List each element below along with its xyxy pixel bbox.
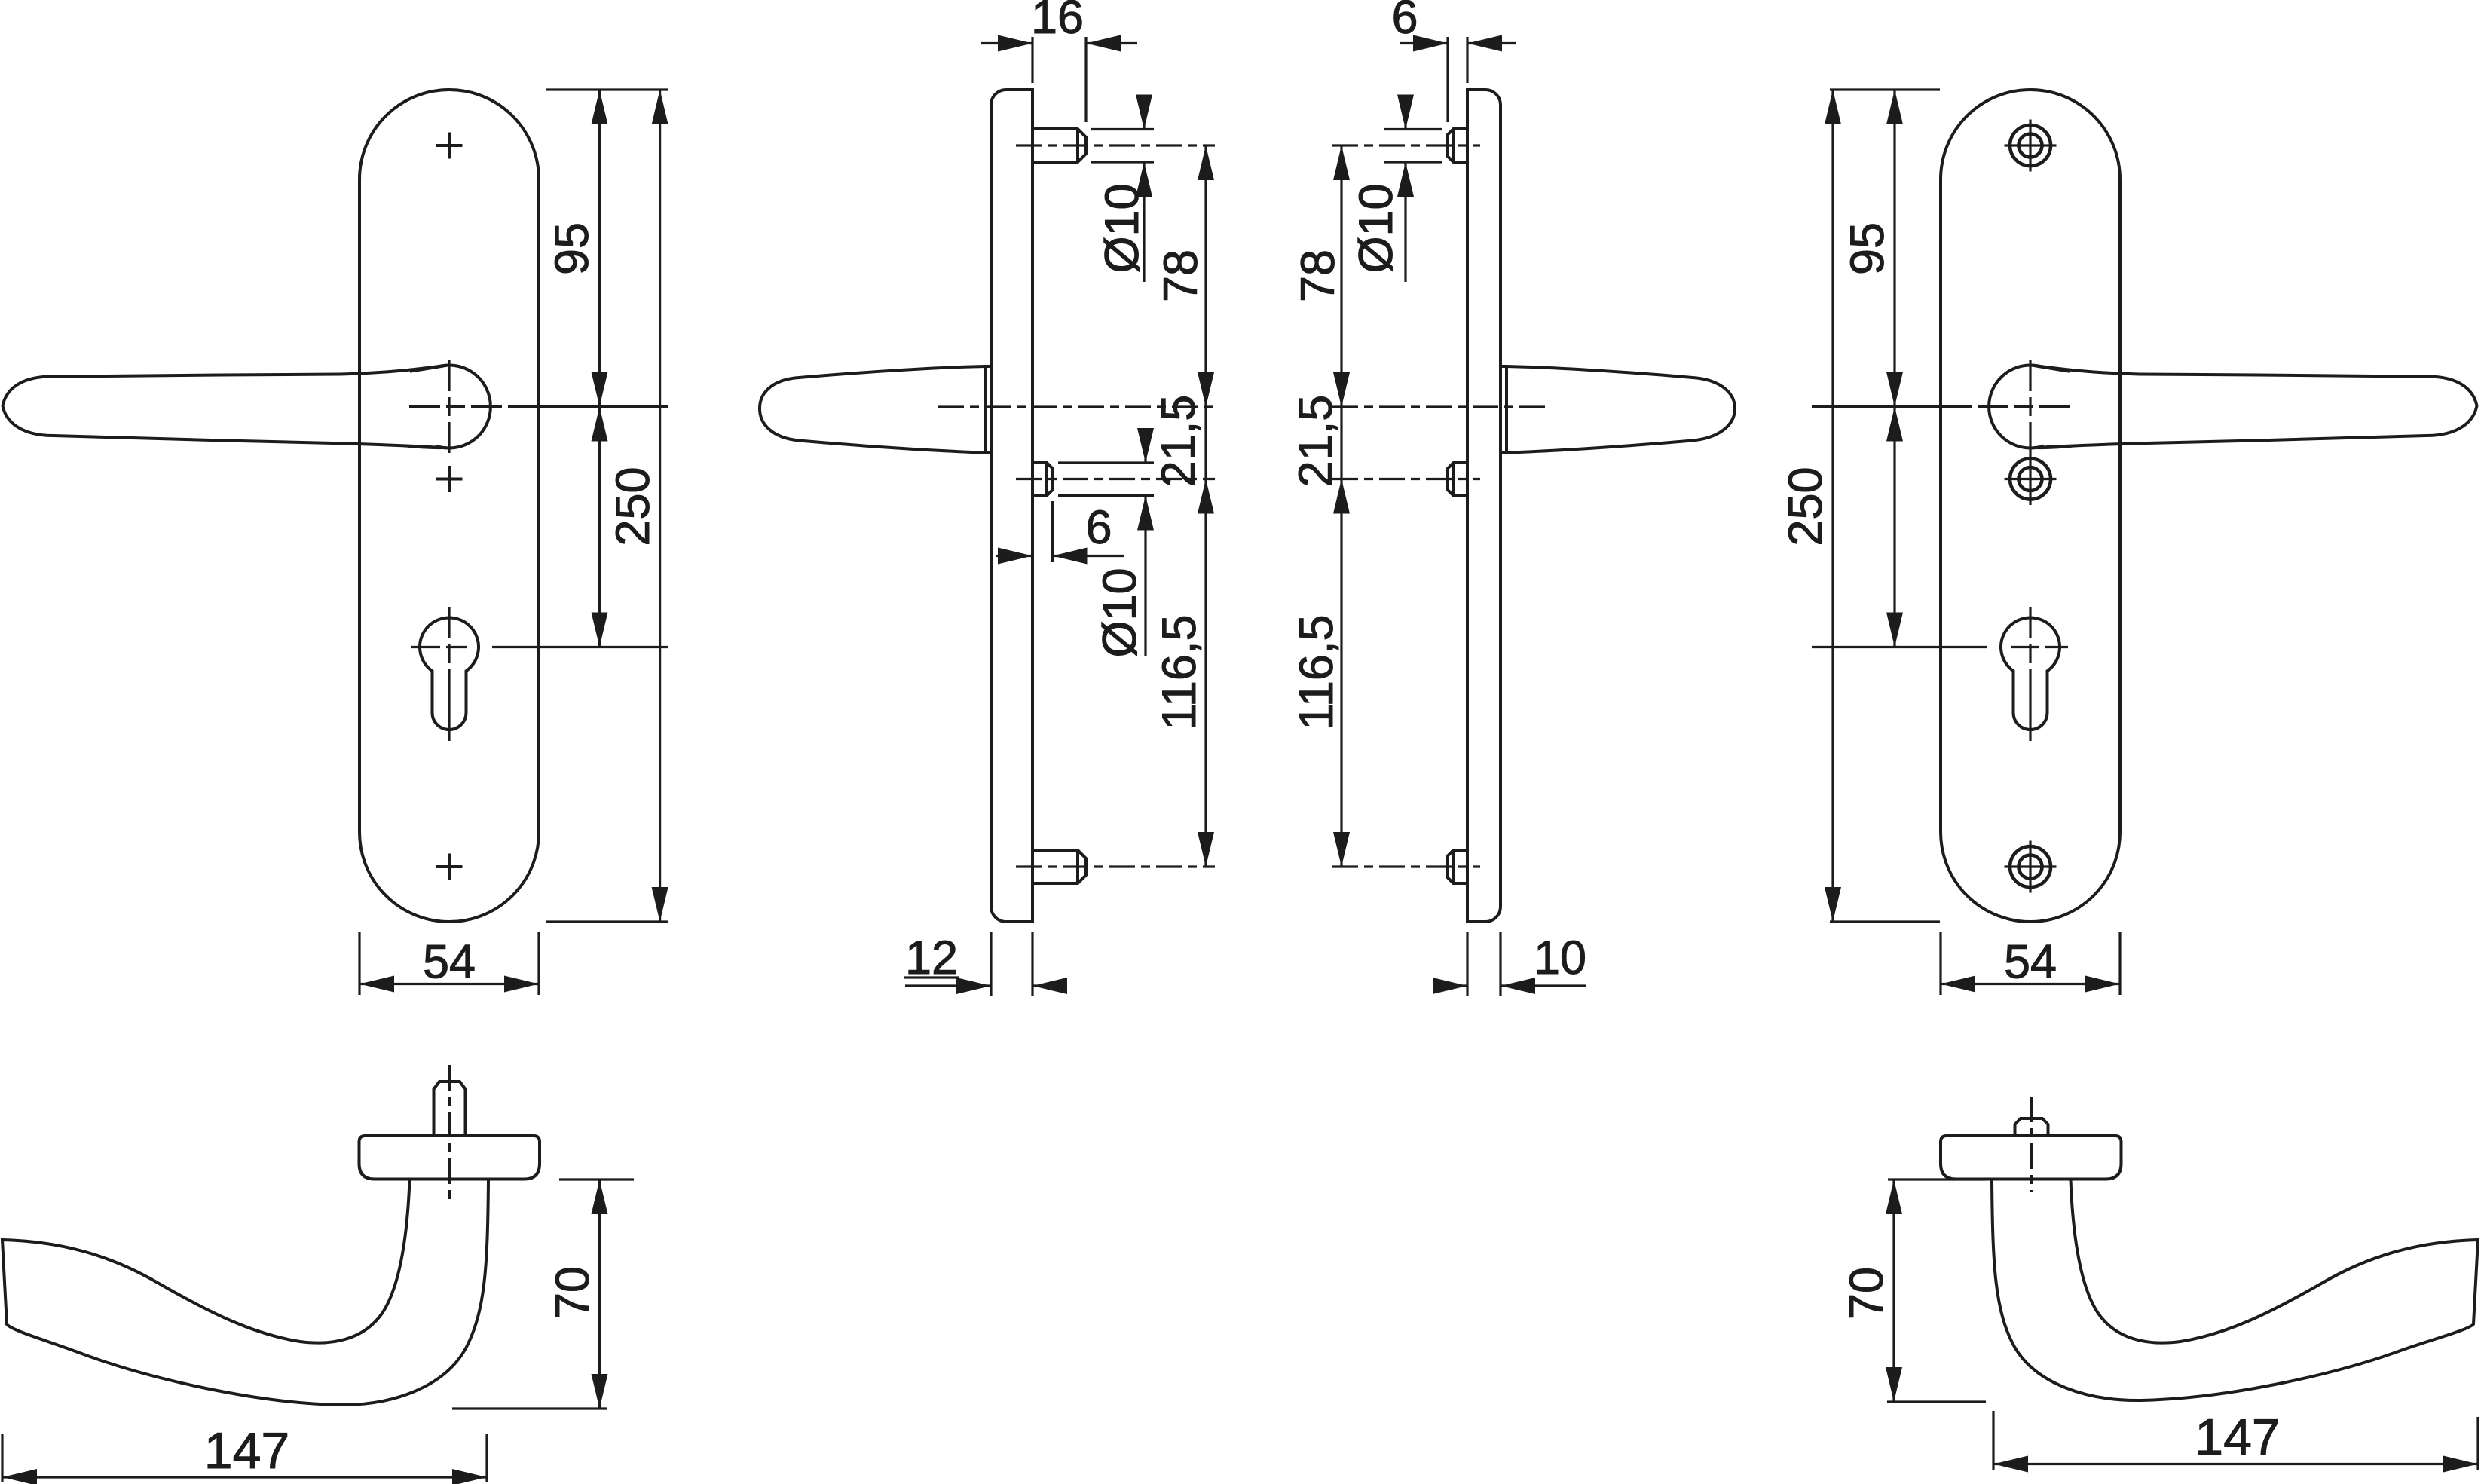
svg-text:250: 250 (1779, 467, 1832, 546)
svg-text:10: 10 (1534, 932, 1586, 984)
svg-text:78: 78 (1292, 249, 1345, 302)
svg-text:116,5: 116,5 (1290, 615, 1343, 730)
svg-text:95: 95 (1841, 222, 1894, 275)
svg-text:Ø10: Ø10 (1096, 183, 1149, 273)
svg-text:70: 70 (1840, 1267, 1893, 1320)
svg-text:16: 16 (1031, 0, 1084, 44)
svg-text:78: 78 (1155, 249, 1207, 302)
svg-text:6: 6 (1085, 501, 1112, 554)
svg-text:250: 250 (607, 467, 659, 546)
svg-text:Ø10: Ø10 (1094, 568, 1146, 657)
svg-text:21,5: 21,5 (1289, 395, 1342, 488)
svg-text:21,5: 21,5 (1152, 395, 1205, 488)
svg-text:147: 147 (204, 1422, 289, 1479)
svg-text:116,5: 116,5 (1153, 615, 1206, 730)
svg-text:12: 12 (905, 932, 958, 984)
svg-text:95: 95 (546, 222, 598, 275)
svg-text:147: 147 (2195, 1409, 2280, 1466)
svg-text:6: 6 (1391, 0, 1418, 44)
svg-text:70: 70 (546, 1266, 599, 1319)
svg-text:54: 54 (423, 936, 476, 989)
svg-text:54: 54 (2004, 936, 2057, 989)
svg-text:Ø10: Ø10 (1350, 183, 1403, 273)
